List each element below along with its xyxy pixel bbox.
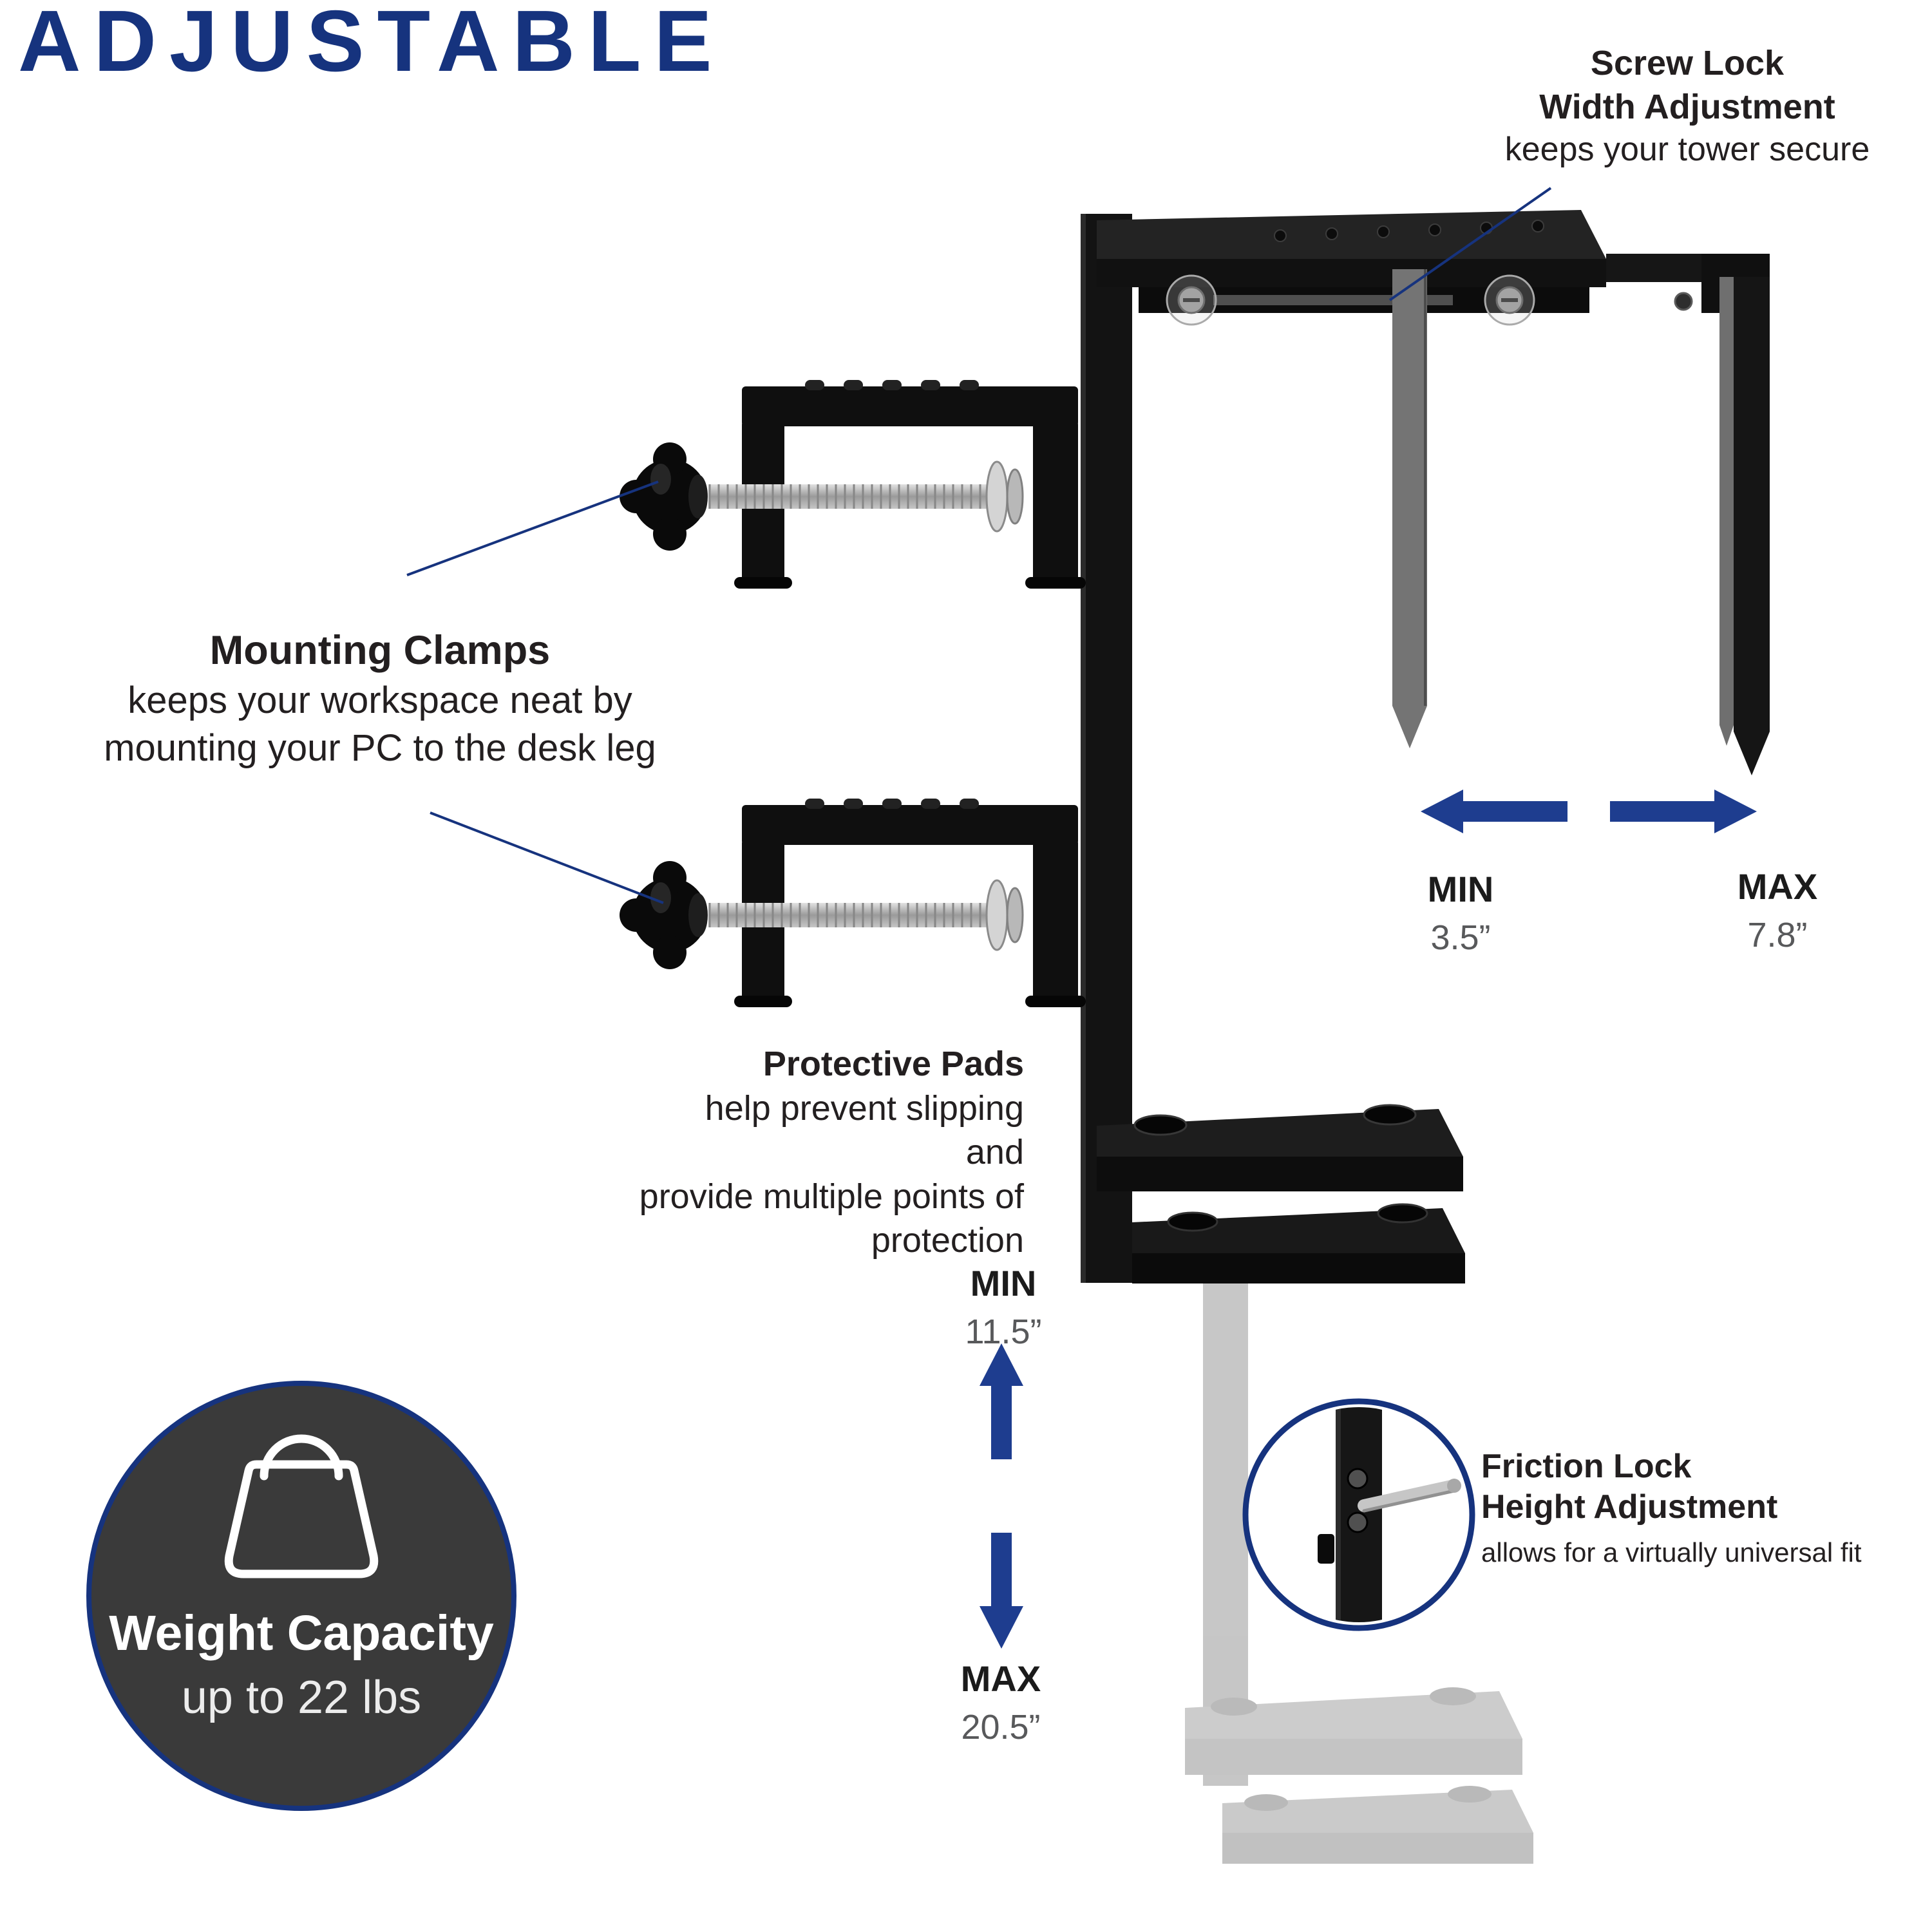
- tower-arm-left: [1392, 269, 1427, 748]
- mounting-clamps-desc-line2: mounting your PC to the desk leg: [104, 726, 656, 769]
- support-shelf: [1097, 1104, 1465, 1283]
- main-column: [1081, 214, 1132, 1283]
- mounting-clamp-lower: [618, 797, 1087, 1009]
- leader-clamp-lower: [430, 811, 664, 904]
- width-min-annotation: MIN 3.5”: [1390, 868, 1531, 958]
- leader-screw-lock: [1388, 187, 1552, 301]
- protective-pad: [1377, 1203, 1428, 1224]
- lock-screw-left: [1166, 274, 1217, 326]
- mounting-clamps-annotation: Mounting Clamps keeps your workspace nea…: [74, 625, 686, 772]
- mounting-clamp-upper: [620, 380, 1086, 589]
- protective-pads-desc-line3: protection: [871, 1221, 1024, 1260]
- width-arrow-right: [1610, 790, 1757, 833]
- protective-pads-title: Protective Pads: [762, 1045, 1024, 1083]
- mounting-clamps-title: Mounting Clamps: [209, 628, 551, 673]
- cpu-mount: [618, 210, 1770, 1283]
- ghost-extended-position: [1185, 1278, 1533, 1864]
- weight-capacity-annotation: Weight Capacity up to 22 lbs: [76, 1605, 527, 1724]
- tower-arm-right: [1719, 277, 1770, 775]
- leader-clamp-upper: [406, 480, 659, 576]
- height-min-label: MIN: [970, 1263, 1037, 1303]
- protective-pads-annotation: Protective Pads help prevent slipping an…: [638, 1042, 1024, 1263]
- top-bracket: [1097, 210, 1770, 326]
- page-title: ADJUSTABLE: [18, 0, 725, 90]
- screw-lock-annotation: Screw Lock Width Adjustment keeps your t…: [1462, 41, 1913, 171]
- width-max-value: 7.8”: [1747, 916, 1808, 954]
- lock-screw-right: [1484, 274, 1535, 326]
- allen-key-icon: [1358, 1479, 1461, 1513]
- mounting-clamps-desc-line1: keeps your workspace neat by: [128, 679, 632, 721]
- width-min-label: MIN: [1427, 869, 1494, 909]
- friction-lock-desc: allows for a virtually universal fit: [1481, 1537, 1862, 1567]
- protective-pads-desc-line1: help prevent slipping and: [705, 1088, 1024, 1172]
- weight-capacity-title: Weight Capacity: [109, 1605, 494, 1661]
- height-max-annotation: MAX 20.5”: [930, 1658, 1072, 1747]
- screw-lock-desc: keeps your tower secure: [1504, 131, 1870, 169]
- width-arrow-left: [1421, 790, 1567, 833]
- weight-capacity-badge: [86, 1381, 516, 1811]
- weight-icon: [224, 1434, 379, 1578]
- protective-pads-desc-line2: provide multiple points of: [639, 1177, 1024, 1216]
- friction-lock-lens: [1242, 1398, 1475, 1631]
- protective-pad: [1167, 1211, 1218, 1232]
- protective-pad: [1363, 1104, 1417, 1126]
- friction-lock-annotation: Friction Lock Height Adjustment allows f…: [1481, 1446, 1932, 1569]
- height-arrow-up: [980, 1343, 1023, 1459]
- screw-lock-title-line2: Width Adjustment: [1539, 88, 1835, 127]
- weight-capacity-value: up to 22 lbs: [181, 1672, 422, 1723]
- clamp-knob: [620, 442, 708, 551]
- screw-lock-title-line1: Screw Lock: [1590, 44, 1785, 82]
- height-max-label: MAX: [960, 1658, 1041, 1699]
- height-min-value: 11.5”: [965, 1312, 1042, 1351]
- width-min-value: 3.5”: [1430, 918, 1491, 957]
- width-max-label: MAX: [1737, 866, 1818, 907]
- height-min-annotation: MIN 11.5”: [933, 1262, 1074, 1352]
- height-max-value: 20.5”: [961, 1708, 1041, 1747]
- friction-lock-title-line2: Height Adjustment: [1481, 1488, 1778, 1526]
- friction-lock-title-line1: Friction Lock: [1481, 1448, 1692, 1485]
- width-max-annotation: MAX 7.8”: [1707, 866, 1848, 955]
- height-arrow-down: [980, 1533, 1023, 1649]
- protective-pad: [1133, 1114, 1188, 1136]
